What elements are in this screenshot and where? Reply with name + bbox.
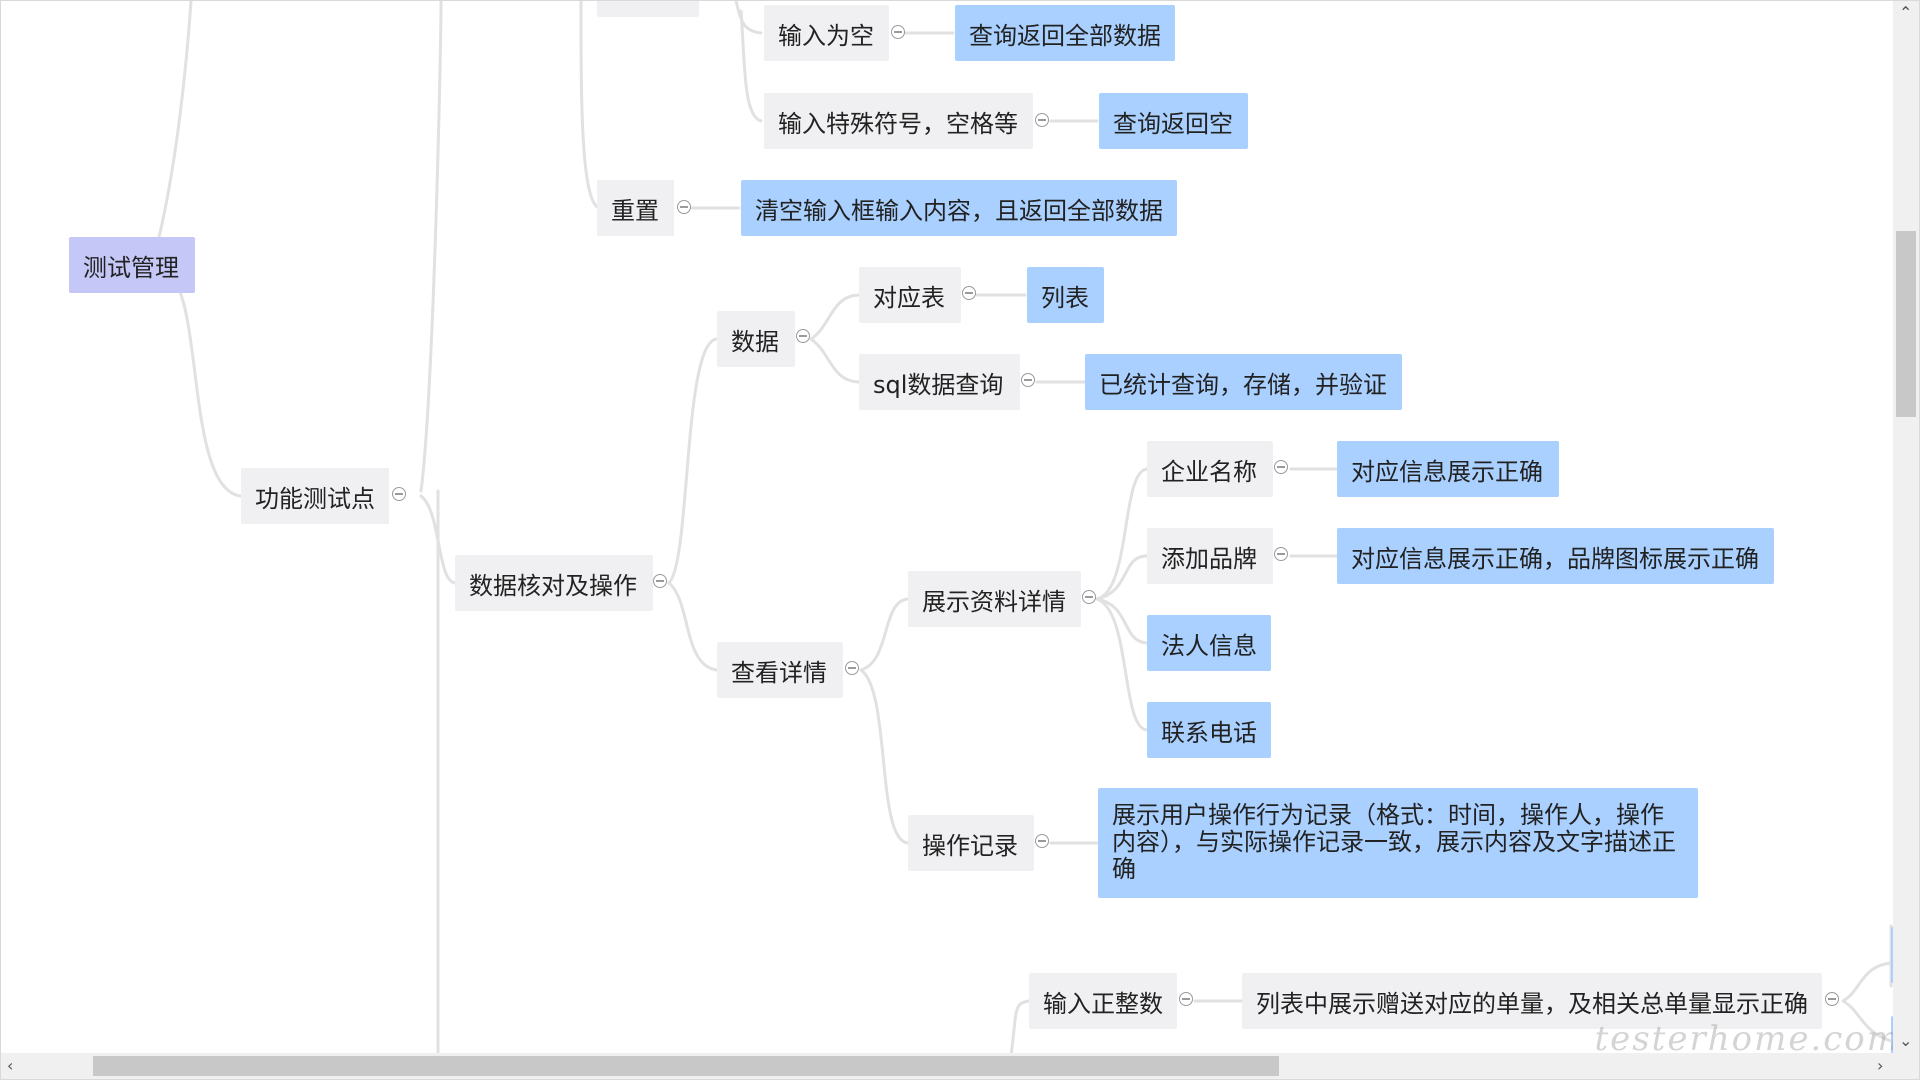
- collapse-toggle-icon[interactable]: [1021, 373, 1035, 387]
- mindmap-leaf-node[interactable]: 列表: [1027, 267, 1104, 323]
- link: [667, 581, 719, 672]
- mindmap-node[interactable]: 查看详情: [717, 642, 843, 698]
- collapse-toggle-icon[interactable]: [1274, 547, 1288, 561]
- vertical-scrollbar[interactable]: ⌃ ⌄: [1893, 1, 1919, 1055]
- collapse-toggle-icon[interactable]: [1274, 460, 1288, 474]
- collapse-toggle-icon[interactable]: [677, 200, 691, 214]
- mindmap-node[interactable]: 展示资料详情: [908, 571, 1081, 627]
- link: [1841, 961, 1893, 1003]
- chevron-left-icon[interactable]: ‹: [7, 1056, 14, 1075]
- chevron-right-icon[interactable]: ›: [1877, 1056, 1884, 1075]
- node-label: sql数据查询: [873, 370, 1004, 399]
- node-label: 添加品牌: [1161, 544, 1257, 573]
- mindmap-node[interactable]: 操作记录: [908, 815, 1034, 871]
- node-label: 展示用户操作行为记录（格式：时间，操作人，操作内容），与实际操作记录一致，展示内…: [1112, 801, 1676, 883]
- mindmap-node[interactable]: 数据: [717, 311, 795, 367]
- mindmap-node[interactable]: 重置: [597, 180, 674, 236]
- mindmap-node-partial[interactable]: [597, 1, 699, 17]
- node-label: 查询返回全部数据: [969, 21, 1161, 50]
- collapse-toggle-icon[interactable]: [1825, 992, 1839, 1006]
- chevron-up-icon[interactable]: ⌃: [1899, 3, 1913, 22]
- node-label: 对应表: [873, 283, 945, 312]
- mindmap-node[interactable]: 输入正整数: [1029, 973, 1177, 1029]
- mindmap-node[interactable]: 对应表: [859, 267, 961, 323]
- link: [419, 1, 443, 493]
- node-label: 已统计查询，存储，并验证: [1099, 370, 1387, 399]
- node-label: 展示资料详情: [922, 587, 1066, 616]
- mindmap-leaf-node[interactable]: 法人信息: [1147, 615, 1271, 671]
- node-label: 法人信息: [1161, 631, 1257, 660]
- collapse-toggle-icon[interactable]: [1082, 590, 1096, 604]
- link: [734, 1, 763, 35]
- collapse-toggle-icon[interactable]: [962, 286, 976, 300]
- link: [809, 337, 861, 384]
- link: [859, 668, 910, 845]
- collapse-toggle-icon[interactable]: [1179, 992, 1193, 1006]
- node-label: 列表中展示赠送对应的单量，及相关总单量显示正确: [1256, 989, 1808, 1018]
- link: [1009, 999, 1031, 1058]
- horizontal-scrollbar[interactable]: ‹ ›: [1, 1053, 1919, 1079]
- mindmap-leaf-node[interactable]: 查询返回全部数据: [955, 5, 1175, 61]
- vertical-scrollbar-thumb[interactable]: [1896, 231, 1916, 417]
- mindmap-node[interactable]: 列表中展示赠送对应的单量，及相关总单量显示正确: [1242, 973, 1822, 1029]
- link: [1095, 467, 1149, 601]
- node-label: 数据: [731, 327, 779, 356]
- mindmap-leaf-node[interactable]: 对应信息展示正确，品牌图标展示正确: [1337, 528, 1774, 584]
- link: [809, 293, 861, 341]
- mindmap-node[interactable]: sql数据查询: [859, 354, 1020, 410]
- link: [1095, 597, 1149, 645]
- mindmap-node[interactable]: 输入为空: [764, 5, 889, 61]
- node-label: 查看详情: [731, 658, 827, 687]
- mindmap-leaf-node[interactable]: 对应信息展示正确: [1337, 441, 1559, 497]
- node-label: 对应信息展示正确: [1351, 457, 1543, 486]
- node-label: 操作记录: [922, 831, 1018, 860]
- node-label: 输入正整数: [1043, 989, 1163, 1018]
- node-label: 清空输入框输入内容，且返回全部数据: [755, 196, 1163, 225]
- node-label: 测试管理: [83, 253, 179, 282]
- mindmap-node[interactable]: 功能测试点: [241, 468, 389, 524]
- collapse-toggle-icon[interactable]: [653, 574, 667, 588]
- link: [1095, 554, 1149, 601]
- node-label: 对应信息展示正确，品牌图标展示正确: [1351, 544, 1759, 573]
- node-label: 重置: [611, 196, 659, 225]
- node-label: 查询返回空: [1113, 109, 1233, 138]
- link: [419, 494, 457, 585]
- mindmap-node[interactable]: 企业名称: [1147, 441, 1273, 497]
- mindmap-node[interactable]: 数据核对及操作: [455, 555, 653, 611]
- mindmap-node[interactable]: 输入特殊符号，空格等: [764, 93, 1033, 149]
- collapse-toggle-icon[interactable]: [1035, 834, 1049, 848]
- link: [175, 283, 243, 498]
- link: [667, 337, 719, 585]
- mindmap-leaf-node[interactable]: 查询返回空: [1099, 93, 1248, 149]
- chevron-down-icon[interactable]: ⌄: [1899, 1031, 1913, 1050]
- link: [739, 9, 763, 123]
- node-label: 数据核对及操作: [469, 571, 637, 600]
- horizontal-scrollbar-thumb[interactable]: [93, 1056, 1279, 1076]
- collapse-toggle-icon[interactable]: [891, 25, 905, 39]
- collapse-toggle-icon[interactable]: [845, 661, 859, 675]
- node-label: 列表: [1041, 283, 1089, 312]
- collapse-toggle-icon[interactable]: [796, 329, 810, 343]
- collapse-toggle-icon[interactable]: [1035, 113, 1049, 127]
- node-label: 联系电话: [1161, 718, 1257, 747]
- node-label: 输入为空: [778, 21, 874, 50]
- link: [1841, 999, 1893, 1043]
- mindmap-node[interactable]: 添加品牌: [1147, 528, 1273, 584]
- mindmap-leaf-node[interactable]: 联系电话: [1147, 702, 1271, 758]
- mindmap-leaf-node[interactable]: 展示用户操作行为记录（格式：时间，操作人，操作内容），与实际操作记录一致，展示内…: [1098, 788, 1698, 898]
- watermark: testerhome.com: [1594, 1019, 1901, 1059]
- link: [859, 597, 910, 672]
- node-label: 企业名称: [1161, 457, 1257, 486]
- mindmap-leaf-node[interactable]: 已统计查询，存储，并验证: [1085, 354, 1402, 410]
- collapse-toggle-icon[interactable]: [392, 487, 406, 501]
- node-label: 输入特殊符号，空格等: [778, 109, 1018, 138]
- mindmap-leaf-node[interactable]: 清空输入框输入内容，且返回全部数据: [741, 180, 1177, 236]
- mindmap-root-node[interactable]: 测试管理: [69, 237, 195, 293]
- link: [157, 1, 193, 239]
- node-label: 功能测试点: [255, 484, 375, 513]
- link: [1095, 597, 1149, 732]
- link: [579, 1, 601, 210]
